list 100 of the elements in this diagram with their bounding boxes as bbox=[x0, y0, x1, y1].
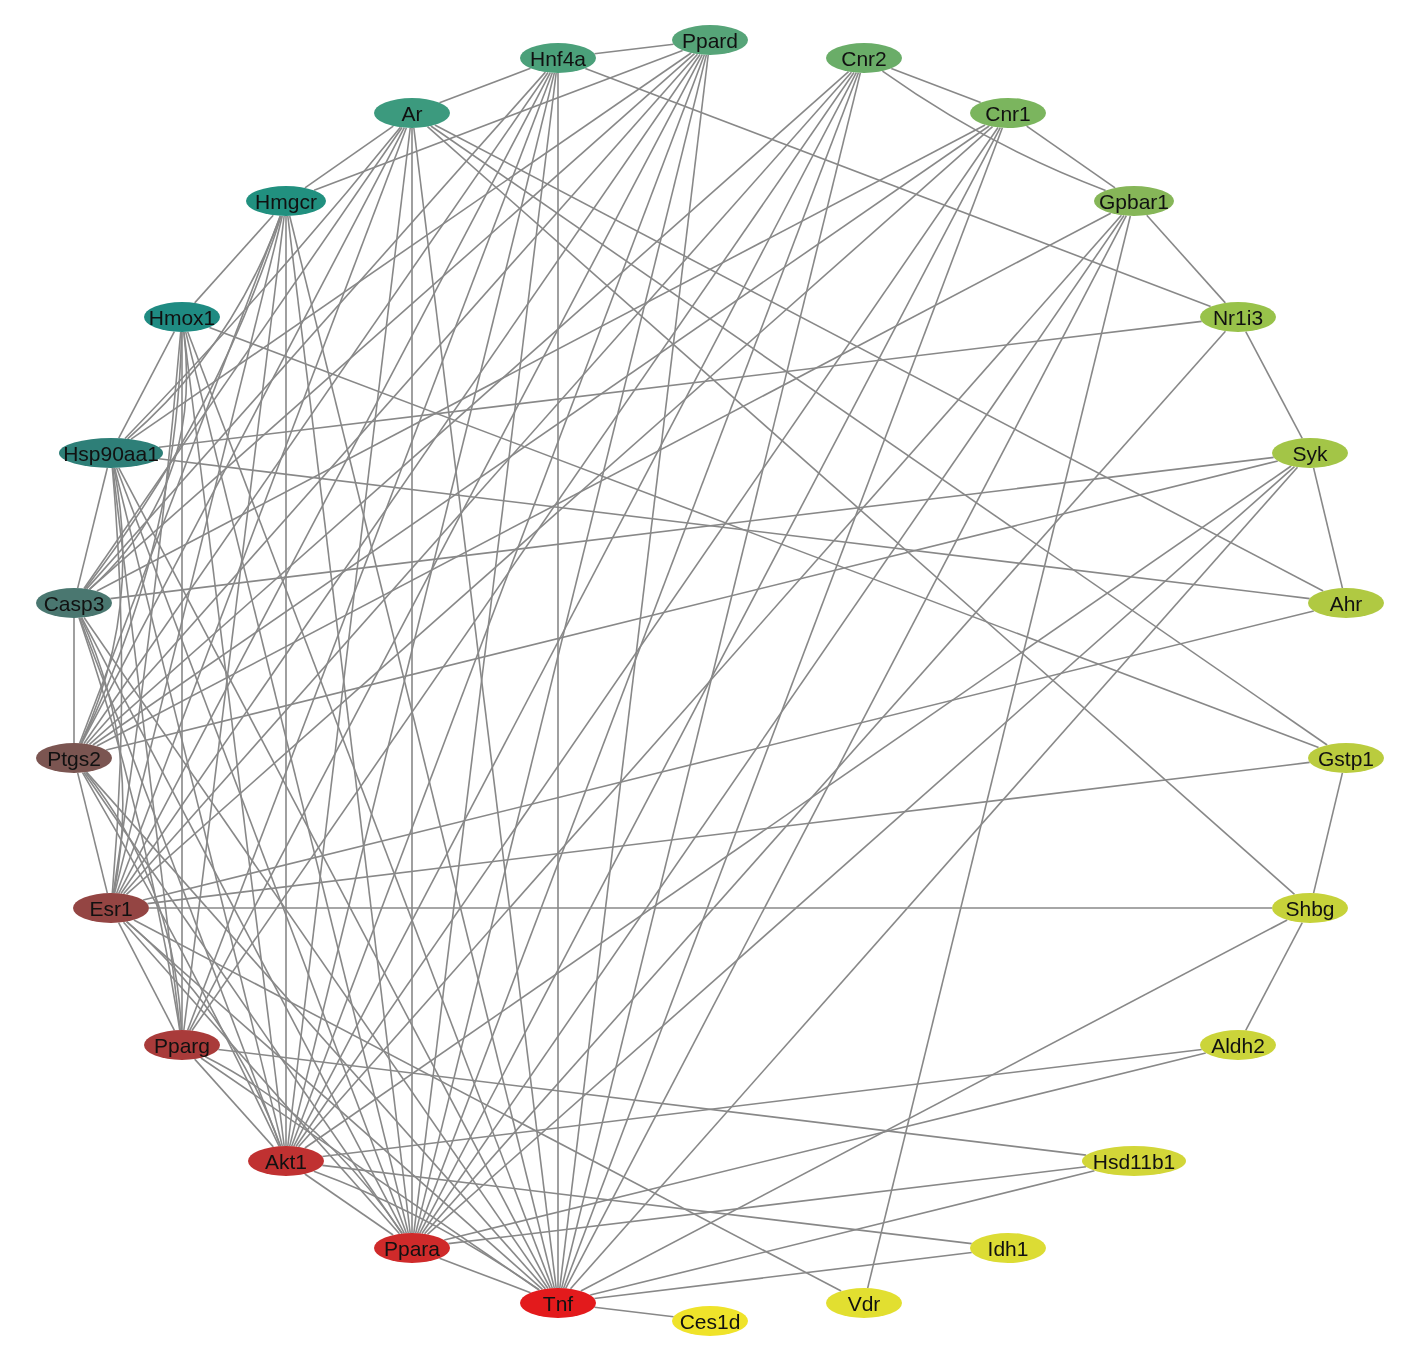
network-edge bbox=[115, 127, 408, 894]
network-edge bbox=[1244, 330, 1304, 440]
network-edge bbox=[113, 215, 284, 894]
network-edge bbox=[290, 54, 706, 1147]
network-edge bbox=[881, 70, 1107, 192]
gene-node bbox=[520, 1288, 596, 1318]
network-edge bbox=[105, 460, 1279, 751]
network-edge bbox=[130, 52, 692, 440]
network-edge bbox=[426, 125, 1296, 896]
gene-label: Ppard bbox=[681, 29, 738, 51]
network-edge bbox=[142, 610, 1315, 901]
network-edge bbox=[125, 125, 994, 896]
gene-node bbox=[248, 1146, 324, 1176]
network-edge bbox=[191, 71, 855, 1032]
gene-label: Cnr1 bbox=[985, 102, 1031, 124]
network-edge bbox=[304, 1173, 394, 1236]
network-edge bbox=[559, 54, 709, 1289]
network-edge bbox=[580, 919, 1288, 1292]
network-edge bbox=[181, 331, 183, 1031]
network-edge bbox=[188, 53, 704, 1032]
network-edge bbox=[186, 331, 554, 1289]
gene-node bbox=[374, 1233, 450, 1263]
network-edge bbox=[443, 1052, 1207, 1241]
network-edge bbox=[117, 71, 552, 895]
network-edge bbox=[117, 330, 176, 439]
gene-label: Hmox1 bbox=[148, 306, 216, 328]
gene-label: Vdr bbox=[847, 1292, 881, 1314]
network-edge bbox=[1025, 125, 1116, 189]
network-edge bbox=[81, 771, 280, 1148]
gene-label: Cnr2 bbox=[841, 47, 887, 69]
gene-node bbox=[246, 186, 326, 216]
gene-label: Nr1i3 bbox=[1212, 306, 1264, 328]
network-edge bbox=[421, 214, 1125, 1235]
network-edge bbox=[1244, 921, 1304, 1032]
network-edge bbox=[564, 214, 1128, 1290]
network-edge bbox=[426, 465, 1296, 1236]
gene-label: Casp3 bbox=[43, 592, 105, 614]
gene-node bbox=[520, 43, 596, 73]
network-edge bbox=[83, 771, 403, 1235]
network-edge bbox=[434, 124, 1324, 592]
network-edge bbox=[133, 919, 842, 1292]
gene-label: Aldh2 bbox=[1211, 1034, 1265, 1056]
network-edge bbox=[83, 616, 549, 1290]
gene-node bbox=[36, 743, 112, 773]
network-edge bbox=[304, 125, 395, 189]
gene-label: Gstp1 bbox=[1318, 747, 1374, 769]
network-edge bbox=[285, 215, 287, 1147]
gene-label: Ces1d bbox=[679, 1310, 741, 1332]
network-edge bbox=[122, 921, 401, 1235]
network-edge bbox=[416, 72, 860, 1234]
gene-label: Pparg bbox=[153, 1034, 210, 1056]
network-edge bbox=[1145, 214, 1227, 304]
network-edge bbox=[126, 215, 282, 440]
network-edge bbox=[76, 467, 109, 589]
network-edge bbox=[80, 616, 406, 1235]
network-edge bbox=[890, 67, 982, 104]
gene-node bbox=[672, 25, 748, 55]
gene-node bbox=[1308, 743, 1384, 773]
gene-label: Hnf4a bbox=[529, 47, 586, 69]
network-edge bbox=[288, 72, 556, 1147]
network-edge bbox=[438, 67, 532, 104]
network-edge bbox=[866, 215, 1132, 1289]
network-edge bbox=[287, 127, 411, 1147]
gene-label: Tnf bbox=[542, 1292, 574, 1314]
gene-label: Syk bbox=[1292, 442, 1328, 464]
network-edge bbox=[287, 215, 411, 1234]
network-edge bbox=[76, 772, 109, 894]
network-edge bbox=[438, 1257, 532, 1294]
network-edge bbox=[84, 215, 282, 590]
gene-node bbox=[144, 1030, 220, 1060]
gene-label: Idh1 bbox=[987, 1237, 1029, 1259]
gene-label: Hsd11b1 bbox=[1092, 1150, 1176, 1172]
gene-label: Gpbar1 bbox=[1098, 190, 1169, 212]
network-edge bbox=[208, 326, 1320, 749]
network-edge bbox=[557, 72, 559, 1289]
gene-label: Esr1 bbox=[89, 897, 133, 919]
network-edge bbox=[96, 212, 1112, 747]
network-edge bbox=[593, 1306, 675, 1318]
network-edge bbox=[92, 125, 990, 746]
gene-label: Shbg bbox=[1285, 897, 1335, 919]
network-edge bbox=[73, 617, 75, 744]
network-edge bbox=[183, 215, 285, 1031]
gene-node bbox=[1082, 1146, 1186, 1176]
network-edge bbox=[158, 320, 1203, 448]
gene-node bbox=[73, 893, 149, 923]
gene-node bbox=[1200, 1030, 1276, 1060]
network-edge bbox=[125, 920, 544, 1291]
gene-node bbox=[1308, 588, 1384, 618]
network-edge bbox=[288, 215, 556, 1289]
network-edge bbox=[85, 53, 699, 745]
network-edge bbox=[115, 467, 408, 1234]
network-edge bbox=[118, 467, 552, 1290]
network-edge bbox=[120, 53, 701, 895]
gene-label: Ptgs2 bbox=[47, 747, 101, 769]
network-edge bbox=[584, 67, 1212, 308]
network-edge bbox=[78, 617, 181, 1031]
network-edge bbox=[117, 921, 176, 1032]
network-edge bbox=[1312, 467, 1344, 589]
network-edge bbox=[88, 70, 850, 746]
network-edge bbox=[321, 1164, 973, 1245]
